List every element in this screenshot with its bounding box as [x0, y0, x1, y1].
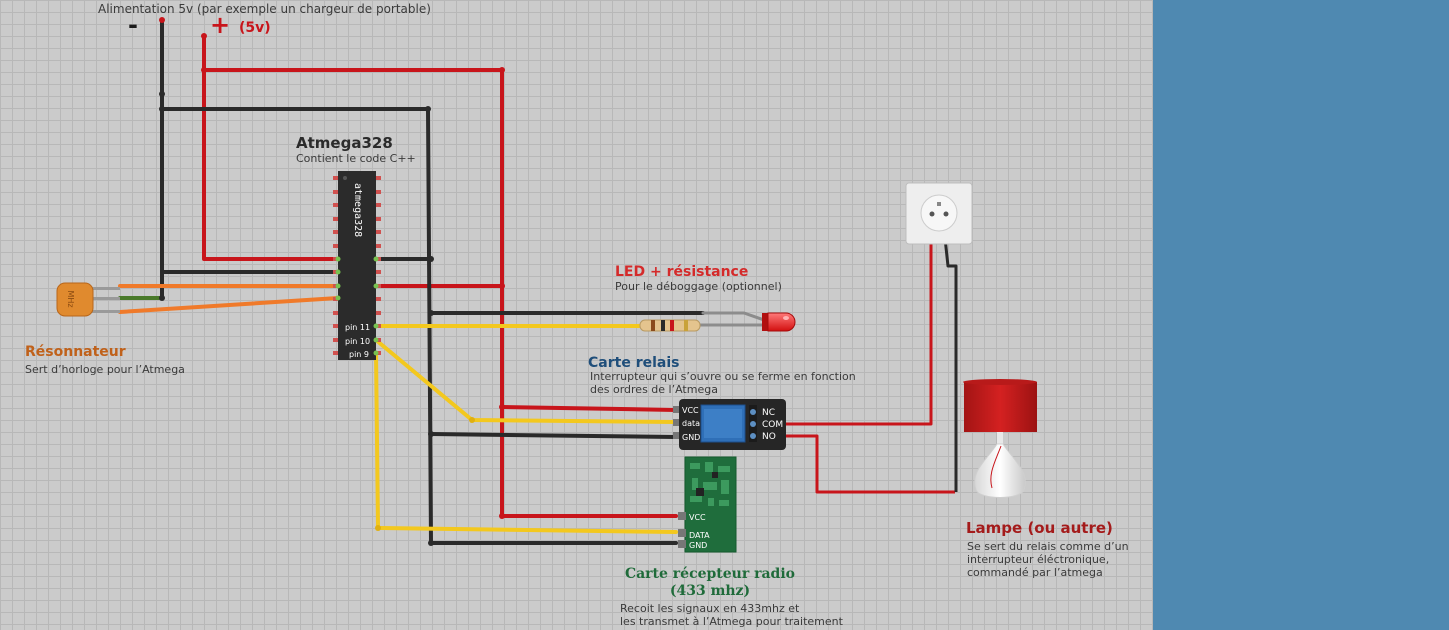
lamp-desc-line2: interrupteur éléctronique, — [967, 553, 1110, 566]
atmega-chip-label: atmega328 — [352, 183, 363, 237]
resonator-desc: Sert d’horloge pour l’Atmega — [25, 363, 185, 376]
led-component — [762, 312, 796, 332]
atmega-title: Atmega328 — [296, 134, 393, 152]
relay-board: VCC data GND NC COM NO — [673, 399, 786, 450]
pin11-label: pin 11 — [345, 323, 370, 332]
receiver-desc-line2: les transmet à l’Atmega pour traitement — [620, 615, 843, 628]
resonator-component: MHz — [56, 282, 120, 317]
rf-receiver-board: VCC DATA GND — [678, 456, 737, 553]
resonator-title: Résonnateur — [25, 344, 126, 360]
circuit-svg: atmega328 pin 11 pin 10 pin 9 MHz — [56, 17, 1037, 553]
power-minus: - — [128, 11, 138, 39]
receiver-desc-line1: Recoit les signaux en 433mhz et — [620, 602, 800, 615]
receiver-pin-gnd: GND — [689, 541, 707, 550]
wires-orange — [118, 284, 340, 314]
lamp-desc-line1: Se sert du relais comme d’un — [967, 540, 1129, 553]
power-voltage: (5v) — [239, 20, 271, 36]
breadboard-canvas: atmega328 pin 11 pin 10 pin 9 MHz — [0, 0, 1153, 630]
receiver-title-line2: (433 mhz) — [669, 583, 751, 599]
wire-red-chip-left — [202, 68, 340, 261]
atmega-chip: atmega328 pin 11 pin 10 pin 9 — [333, 171, 381, 360]
relay-pin-vcc: VCC — [682, 406, 699, 415]
pin9-label: pin 9 — [349, 350, 369, 359]
wire-red-relay-vcc — [500, 405, 678, 412]
relay-desc-line1: Interrupteur qui s’ouvre ou se ferme en … — [590, 370, 856, 383]
wire-black-main — [160, 18, 678, 545]
wire-black-relay-gnd — [429, 432, 678, 439]
relay-desc-line2: des ordres de l’Atmega — [590, 383, 718, 396]
relay-out-no: NO — [762, 432, 776, 442]
power-plus: + — [210, 11, 231, 39]
lamp-desc-line3: commandé par l’atmega — [967, 566, 1103, 579]
relay-pin-gnd: GND — [682, 433, 700, 442]
lamp-component — [963, 379, 1037, 498]
power-title: Alimentation 5v (par exemple un chargeur… — [98, 2, 431, 16]
pin10-label: pin 10 — [345, 337, 370, 346]
wall-outlet — [905, 182, 973, 245]
led-desc: Pour le déboggage (optionnel) — [615, 280, 782, 293]
resonator-chip-text: MHz — [66, 290, 75, 307]
lamp-title: Lampe (ou autre) — [966, 519, 1113, 537]
resistor-component — [639, 319, 701, 332]
led-title: LED + résistance — [615, 264, 749, 280]
relay-out-com: COM — [762, 420, 783, 430]
relay-pin-data: data — [682, 419, 700, 428]
atmega-desc: Contient le code C++ — [296, 152, 416, 165]
side-panel — [1153, 0, 1449, 630]
receiver-pin-data: DATA — [689, 531, 710, 540]
receiver-title-line1: Carte récepteur radio — [624, 566, 796, 582]
receiver-pin-vcc: VCC — [689, 513, 706, 522]
relay-title: Carte relais — [588, 355, 680, 371]
relay-out-nc: NC — [762, 408, 775, 418]
